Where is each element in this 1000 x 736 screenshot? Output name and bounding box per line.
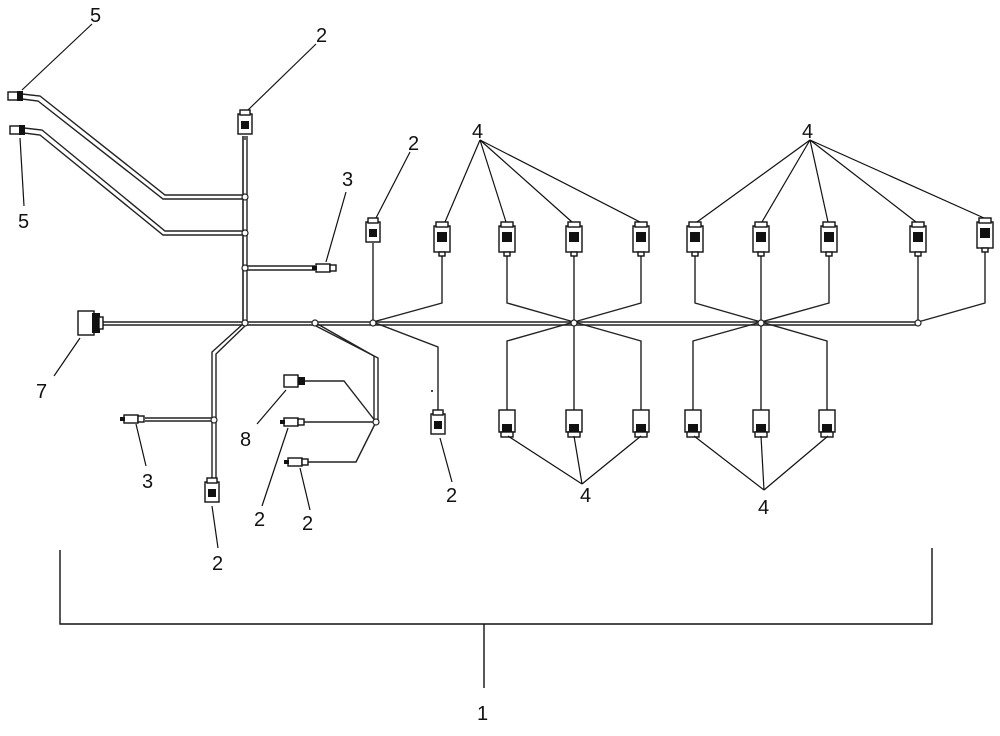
connector-4-top-8 [909,221,927,257]
connector-4-top-9 [976,217,994,253]
connector-2-center [430,409,446,435]
connector-4-bottom-6 [818,409,836,438]
callout-2-lower-left: 2 [212,553,223,575]
callout-1: 1 [477,703,488,725]
connector-4-top-2 [498,221,516,257]
callout-7: 7 [36,381,47,403]
connector-4-top-7 [820,221,838,257]
callout-2-small-a: 2 [254,509,265,531]
connector-4-bottom-4 [684,409,702,438]
callout-5-bottom: 5 [18,211,29,233]
connector-2-lower-left [204,477,220,503]
connector-4-bottom-1 [498,409,516,438]
leader-lines [19,23,985,549]
callout-2-center: 2 [446,485,457,507]
stray-dot [431,390,433,392]
connector-2-small-b [283,457,309,467]
callout-8: 8 [240,429,251,451]
connector-4-top-5 [686,221,704,257]
connector-4-top-1 [433,221,451,257]
connector-3-lower [119,414,145,424]
assembly-bracket [59,548,933,688]
callout-4-bottom-right: 4 [758,497,769,519]
callout-2-top: 2 [316,25,327,47]
connector-4-bottom-3 [632,409,650,438]
callout-3-upper: 3 [342,169,353,191]
callout-4-top-left: 4 [472,121,483,143]
connector-2-small-a [279,417,305,427]
connector-8 [283,374,305,388]
connector-4-bottom-5 [752,409,770,438]
connector-3-upper [311,263,337,273]
connector-5-upper [7,91,23,101]
callout-4-top-right: 4 [802,121,813,143]
connector-4-top-4 [632,221,650,257]
main-connector-7 [77,310,104,336]
callout-5-top: 5 [90,5,101,27]
connector-5-lower [9,125,25,135]
callout-2-small-b: 2 [302,513,313,535]
connector-4-bottom-2 [565,409,583,438]
connector-4-top-3 [565,221,583,257]
callout-labels: 5 5 2 3 2 4 4 7 3 8 2 2 2 2 4 4 1 [18,5,813,725]
connector-4-top-6 [752,221,770,257]
harness-wires [21,93,986,484]
callout-4-bottom-left: 4 [580,485,591,507]
callout-3-lower: 3 [142,471,153,493]
connector-2-top [237,109,253,135]
splice-nodes [210,193,922,426]
connector-2-mid [365,217,381,243]
callout-2-mid: 2 [408,133,419,155]
